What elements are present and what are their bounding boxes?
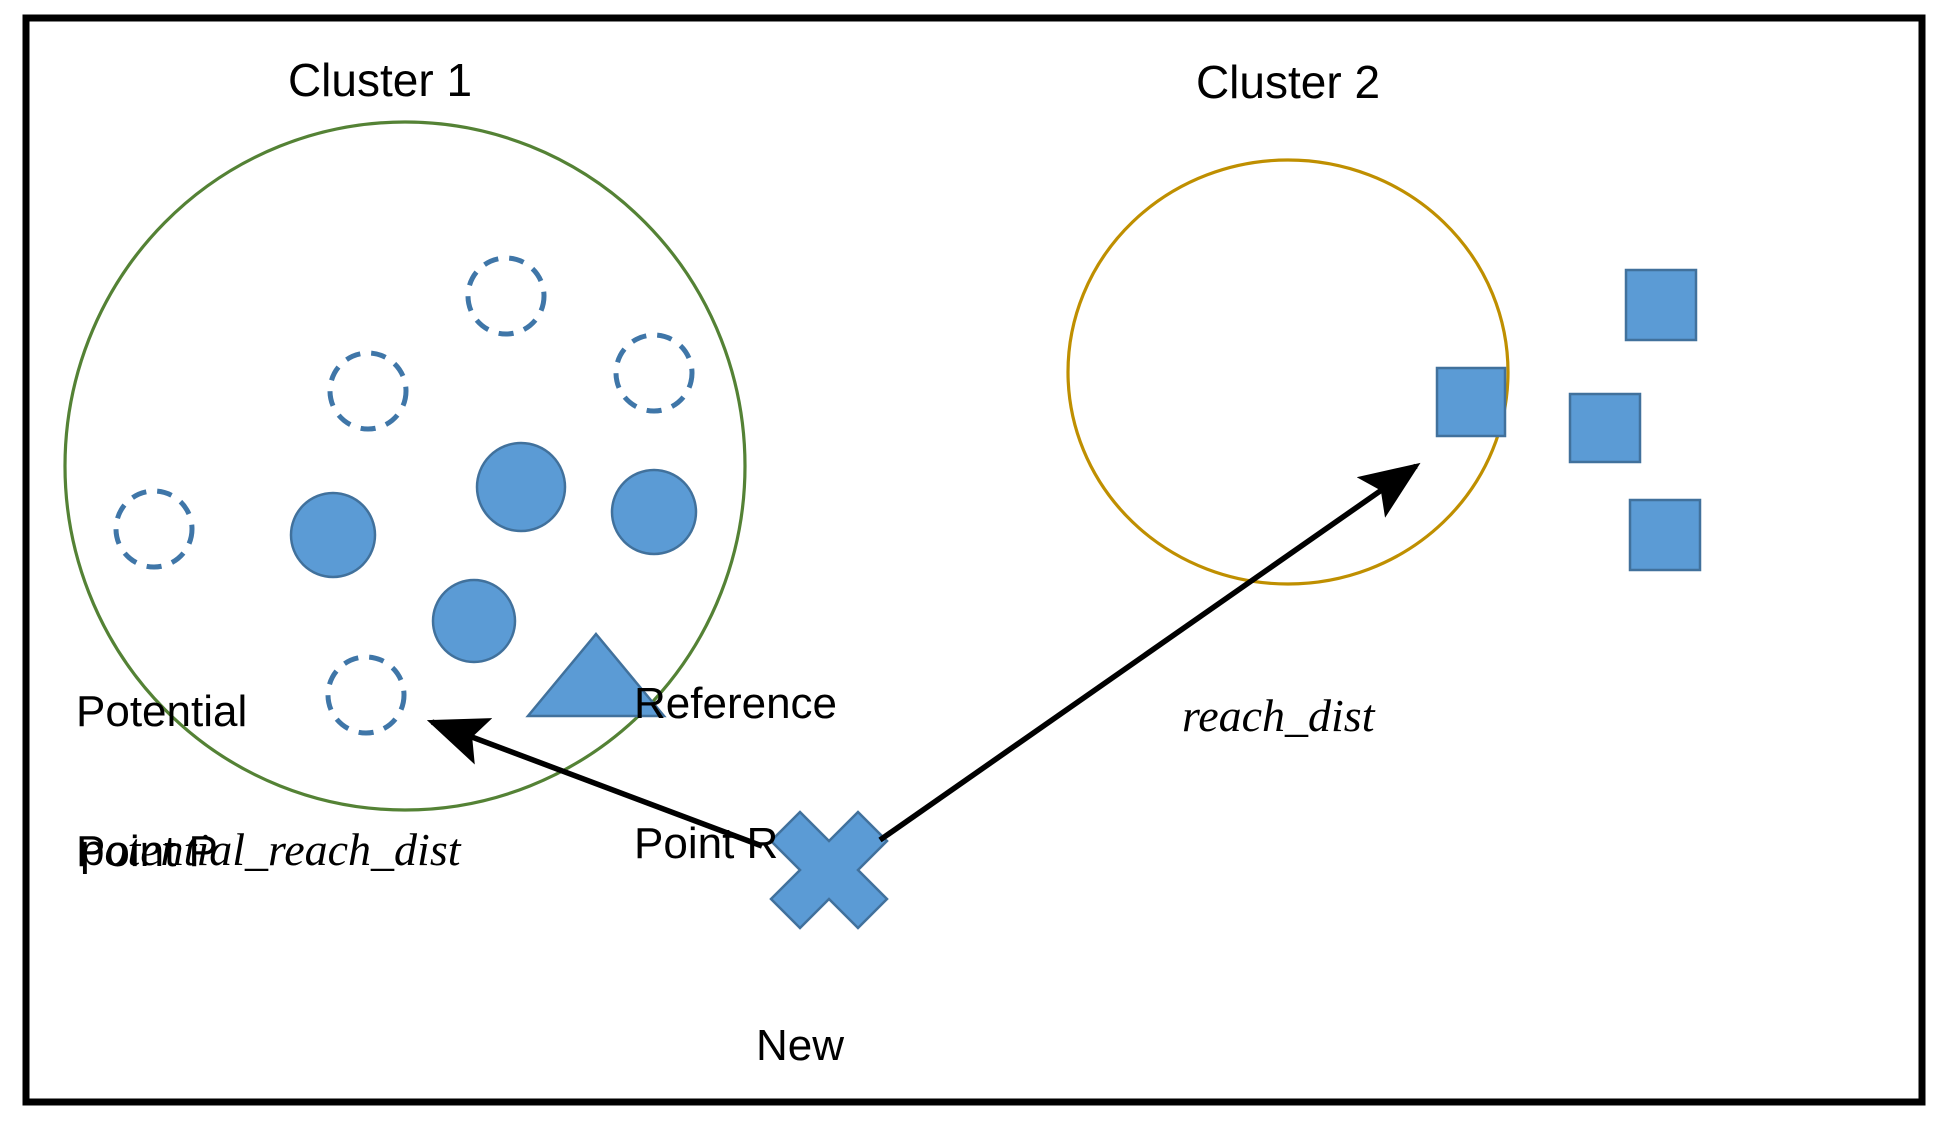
potential-point-p-marker [325, 654, 407, 736]
reference-point-r-label-line2: Point R [634, 819, 779, 869]
potential-point-p-label-line1: Potential [76, 687, 248, 737]
dashed-point [465, 255, 547, 337]
square-point [1624, 268, 1698, 342]
reference-point-r-label-line1: Reference [634, 679, 838, 729]
square-point-group [1435, 268, 1702, 572]
solid-point [610, 468, 698, 556]
cluster-1-title: Cluster 1 [287, 54, 473, 106]
cluster-2-title: Cluster 2 [1195, 56, 1381, 108]
reference-point-r-marker [525, 632, 667, 718]
square-point [1435, 366, 1507, 438]
cluster-2-boundary [1066, 158, 1510, 586]
potential-reach-dist-arrow [426, 718, 763, 849]
square-point [1628, 498, 1702, 572]
dashed-point [613, 332, 695, 414]
new-point-a-label-line1: New [755, 1021, 845, 1071]
reach-dist-label: reach_dist [1182, 690, 1375, 741]
solid-point [431, 578, 517, 664]
dashed-point [113, 488, 195, 570]
square-point [1568, 392, 1642, 464]
cluster-1-boundary [63, 120, 747, 812]
solid-point-group [289, 441, 698, 664]
new-point-a-marker [769, 810, 889, 930]
potential-point-p-label-line2: Point P [76, 827, 218, 877]
potential-reach-dist-label: potential_reach_dist [80, 824, 461, 875]
potential-reach-dist-label-lead: p [80, 826, 105, 875]
dashed-point-group [113, 255, 695, 736]
potential-reach-dist-label-rest: otential_reach_dist [104, 824, 461, 875]
reach-dist-arrow [878, 462, 1421, 843]
dashed-point [327, 350, 409, 432]
potential-point-p-label: Potential Point P [76, 596, 306, 969]
new-point-a-label: New Point A [700, 930, 900, 1122]
solid-point [289, 491, 377, 579]
solid-point [475, 441, 567, 533]
reference-point-r-label: Reference Point R [634, 588, 884, 961]
